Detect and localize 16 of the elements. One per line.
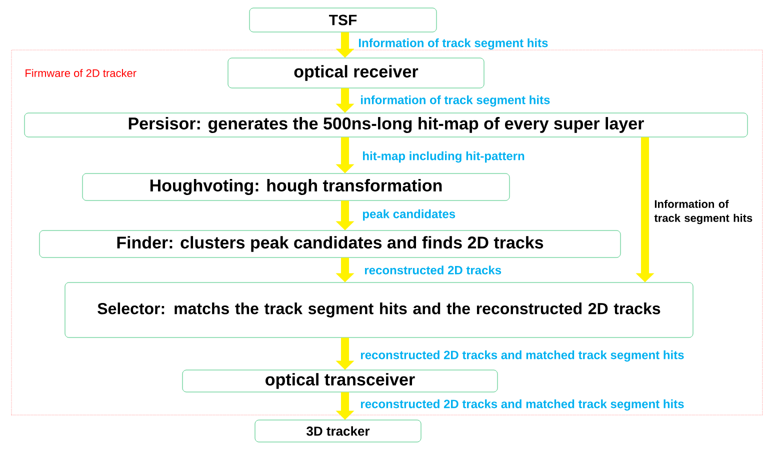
process-box: Finder: clusters peak candidates and finds 2D tracks	[39, 230, 621, 258]
process-box: Houghvoting: hough transformation	[82, 173, 510, 201]
edge-label: peak candidates	[363, 209, 456, 221]
edge-label: hit-map including hit-pattern	[363, 151, 524, 163]
process-box: 3D tracker	[254, 420, 422, 442]
edge-label: reconstructed 2D tracks and matched track segment hits	[361, 399, 684, 411]
process-box: optical receiver	[228, 58, 484, 88]
edge-label: reconstructed 2D tracks	[365, 266, 502, 274]
process-box: Selector: matchs the track segment hits and the reconstructed 2D tracks	[64, 282, 694, 338]
process-box: Persisor: generates the 500ns-long hit-map of every super layer	[24, 112, 748, 138]
edge-label: reconstructed 2D tracks and matched track segment hits	[361, 350, 684, 362]
edge-label: information of track segment hits	[361, 95, 550, 107]
process-box: optical transceiver	[182, 370, 498, 392]
process-box: TSF	[249, 8, 437, 32]
edge-label: Information of track segment hits	[654, 200, 752, 224]
edge-label: Information of track segment hits	[359, 38, 548, 50]
